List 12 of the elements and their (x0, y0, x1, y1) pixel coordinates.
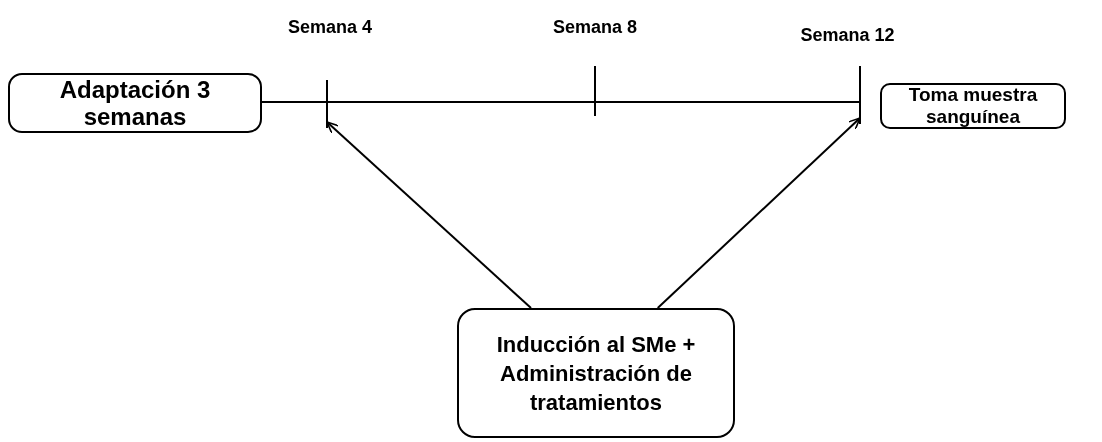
box-text: Inducción al SMe + Administración de tratamientos (495, 330, 697, 417)
box-text: Adaptación 3 semanas (58, 76, 212, 130)
week-label: Semana 12 (799, 24, 896, 47)
week-label: Semana 4 (286, 16, 374, 39)
arrow (326, 121, 532, 309)
arrow (656, 117, 861, 309)
timeline-line (261, 101, 861, 103)
rounded-box (8, 73, 262, 133)
rounded-box (880, 83, 1066, 129)
box-text: Toma muestra sanguínea (907, 84, 1039, 128)
week-label: Semana 8 (551, 16, 639, 39)
rounded-box (457, 308, 735, 438)
